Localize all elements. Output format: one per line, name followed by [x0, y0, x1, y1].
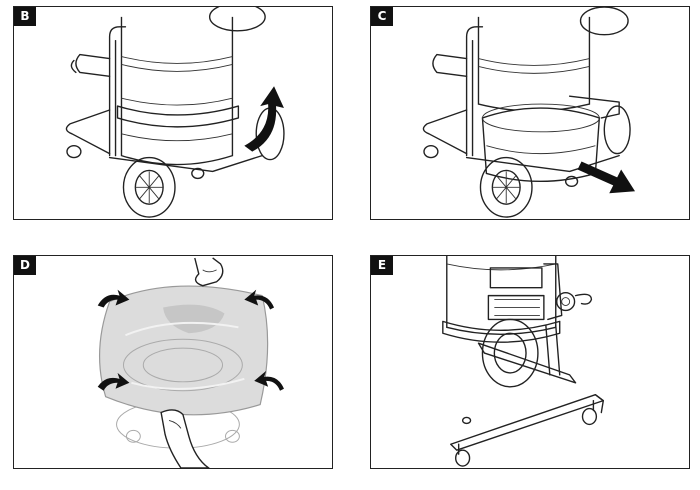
panel-label: B: [14, 7, 36, 26]
push-handle: [465, 26, 484, 157]
large-wheel: [481, 318, 539, 388]
caster-wheel: [66, 144, 82, 159]
rotate-arrow-icon: [244, 86, 284, 152]
hose-inlet: [579, 7, 629, 36]
push-handle: [108, 26, 127, 157]
side-bracket: [543, 263, 563, 321]
tank-body: [120, 16, 234, 166]
frame: [477, 342, 577, 384]
bag-illustration: [97, 257, 284, 468]
vacuum-illustration: [65, 7, 285, 218]
caster-wheel: [581, 407, 598, 426]
hook: [574, 293, 593, 305]
tank-clamp-ring: [442, 320, 561, 343]
frame: [422, 109, 468, 155]
curved-arrow-icon: [254, 370, 284, 391]
large-wheel: [479, 156, 533, 218]
vacuum-illustration: [422, 7, 636, 218]
panel-e: E: [370, 255, 690, 469]
side-tube: [432, 53, 468, 78]
panel-label: D: [14, 256, 36, 275]
caster-wheel: [423, 144, 439, 159]
side-tube: [75, 53, 111, 78]
hose-inlet: [208, 7, 266, 32]
panel-c: C: [370, 6, 690, 220]
container-handle: [568, 95, 620, 119]
locking-knob: [556, 291, 576, 312]
panel-label: C: [371, 7, 393, 26]
panel-b: B: [13, 6, 333, 220]
frame: [65, 109, 111, 155]
panel-d: D: [13, 255, 333, 469]
caster-wheel: [455, 449, 471, 467]
panel-label: E: [371, 256, 393, 275]
rear-wheel: [603, 105, 631, 155]
curved-arrow-icon: [97, 372, 130, 391]
curved-arrow-icon: [97, 289, 130, 308]
tank-clamp-ring: [116, 105, 240, 128]
vacuum-base-illustration: [442, 256, 605, 467]
large-wheel: [122, 156, 176, 218]
arrow-icon: [577, 161, 636, 194]
hand: [160, 409, 210, 468]
curved-arrow-icon: [244, 289, 275, 310]
warning-label: [489, 267, 543, 289]
